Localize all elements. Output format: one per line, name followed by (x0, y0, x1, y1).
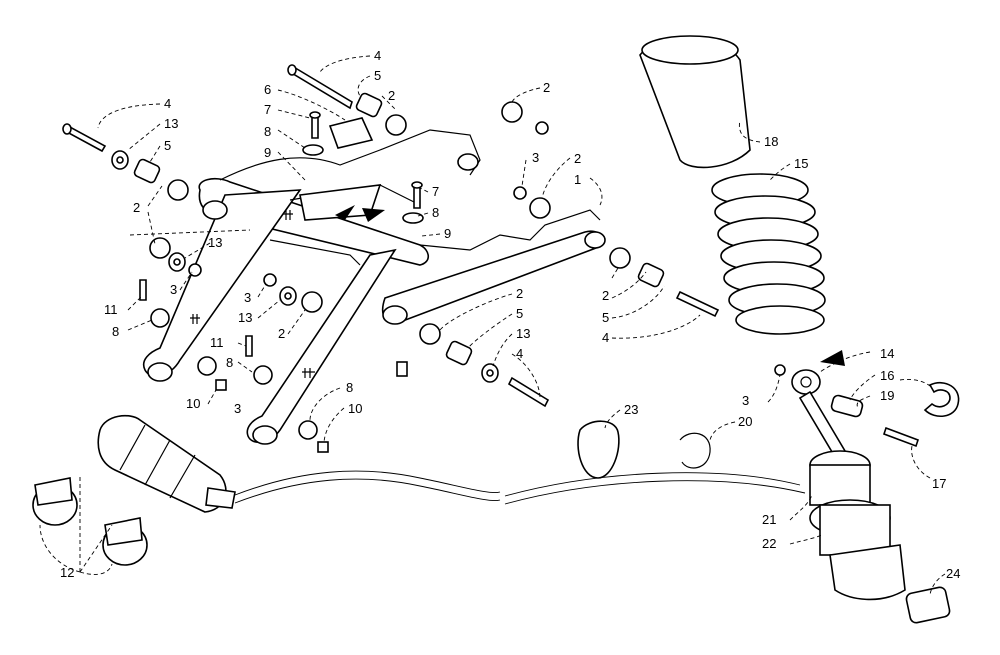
callout-7: 7 (264, 102, 271, 117)
callout-17: 17 (932, 476, 946, 491)
callout-14: 14 (880, 346, 894, 361)
callout-24: 24 (946, 566, 960, 581)
callout-4: 4 (164, 96, 171, 111)
callout-2: 2 (133, 200, 140, 215)
callout-10: 10 (186, 396, 200, 411)
coil-spring (711, 173, 826, 335)
callout-2: 2 (543, 80, 550, 95)
callout-4: 4 (516, 346, 523, 361)
callout-9: 9 (264, 145, 271, 160)
callout-16: 16 (880, 368, 894, 383)
shock-assembly (639, 35, 960, 624)
direction-arrow (820, 350, 845, 366)
callout-8: 8 (112, 324, 119, 339)
callout-15: 15 (794, 156, 808, 171)
callout-5: 5 (516, 306, 523, 321)
callout-8: 8 (432, 205, 439, 220)
callout-8: 8 (346, 380, 353, 395)
callout-9: 9 (444, 226, 451, 241)
callout-2: 2 (602, 288, 609, 303)
leader-lines (39, 55, 946, 597)
callout-2: 2 (278, 326, 285, 341)
callout-3: 3 (170, 282, 177, 297)
o-ring (577, 420, 620, 479)
remote-reservoir (97, 414, 806, 513)
hardware-group (62, 64, 786, 453)
callout-20: 20 (738, 414, 752, 429)
callout-5: 5 (374, 68, 381, 83)
callout-18: 18 (764, 134, 778, 149)
callout-2: 2 (516, 286, 523, 301)
callout-8: 8 (264, 124, 271, 139)
callout-3: 3 (234, 401, 241, 416)
callout-2: 2 (388, 88, 395, 103)
callout-23: 23 (624, 402, 638, 417)
callout-12: 12 (60, 565, 74, 580)
callout-13: 13 (516, 326, 530, 341)
callout-4: 4 (374, 48, 381, 63)
callout-11: 11 (104, 302, 118, 317)
callout-3: 3 (532, 150, 539, 165)
callout-1: 1 (574, 172, 581, 187)
callout-19: 19 (880, 388, 894, 403)
callout-21: 21 (762, 512, 776, 527)
callout-7: 7 (432, 184, 439, 199)
callout-5: 5 (602, 310, 609, 325)
callout-3: 3 (742, 393, 749, 408)
direction-arrow (362, 208, 385, 222)
retaining-ring (679, 432, 711, 469)
callout-6: 6 (264, 82, 271, 97)
callout-11: 11 (210, 335, 224, 350)
callout-8: 8 (226, 355, 233, 370)
callout-labels: 1 2 2 2 2 2 2 2 3 3 3 3 3 4 4 4 4 5 5 5 … (60, 48, 960, 581)
hose-clamps (32, 477, 148, 566)
callout-4: 4 (602, 330, 609, 345)
callout-10: 10 (348, 401, 362, 416)
callout-13: 13 (238, 310, 252, 325)
callout-2: 2 (574, 151, 581, 166)
callout-5: 5 (164, 138, 171, 153)
callout-13: 13 (208, 235, 222, 250)
suspension-frame (142, 129, 606, 445)
callout-13: 13 (164, 116, 178, 131)
callout-3: 3 (244, 290, 251, 305)
callout-22: 22 (762, 536, 776, 551)
